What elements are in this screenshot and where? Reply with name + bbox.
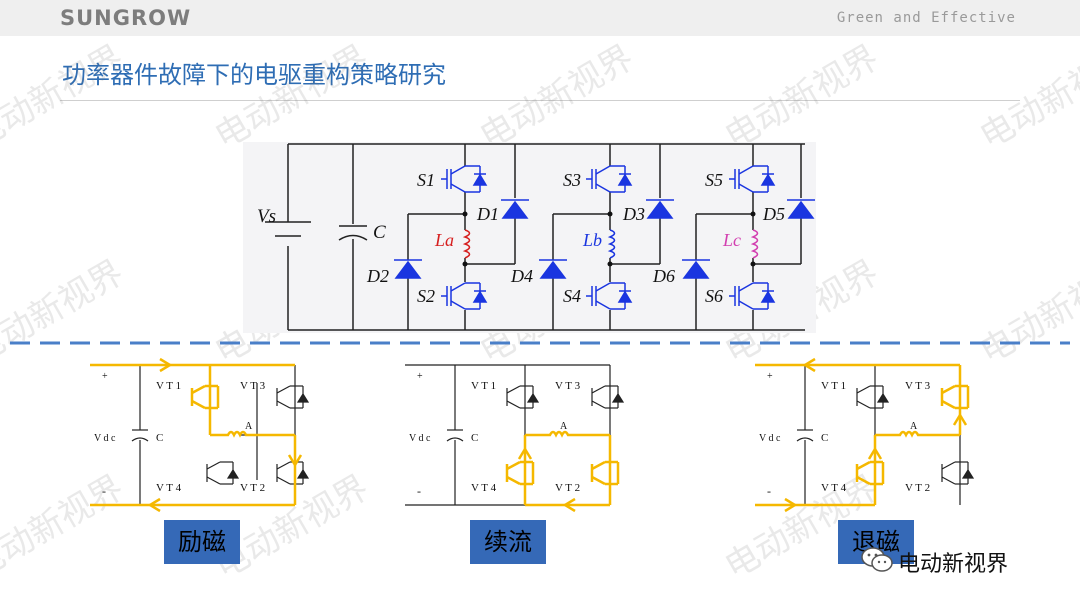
vt3-label: V T 3 [240, 380, 266, 392]
company-logo: SUNGROW [60, 6, 192, 30]
vdc-label: V d c [409, 433, 431, 444]
minus-label: - [417, 484, 421, 498]
vt3-label: V T 3 [555, 380, 581, 392]
vt1-label: V T 1 [156, 380, 181, 392]
switch-label: S6 [705, 286, 723, 306]
plus-label: + [102, 371, 108, 382]
wechat-icon [861, 547, 893, 572]
diode-label: D3 [622, 204, 645, 224]
mode-circuit-excitation: + - V d c C A V T 1 V T 3 V T 4 V T 2 [90, 357, 310, 513]
slide-title: 功率器件故障下的电驱重构策略研究 [62, 61, 446, 89]
switch-label: S1 [417, 170, 435, 190]
capacitor-label: C [156, 432, 163, 444]
capacitor-label: C [373, 222, 386, 243]
vt1-label: V T 1 [821, 380, 846, 392]
vt3-label: V T 3 [905, 380, 931, 392]
capacitor-label: C [471, 432, 478, 444]
diode-label: D4 [510, 266, 533, 286]
mode-circuit-freewheeling: + - V d c C A V T 1 V T 3 V T 4 V T 2 [405, 364, 625, 513]
wechat-account-name: 电动新视界 [898, 552, 1009, 577]
vt2-label: V T 2 [240, 482, 265, 494]
header-bar: SUNGROW Green and Effective [0, 0, 1080, 36]
switch-label: S2 [417, 286, 435, 306]
source-label: Vs [257, 206, 276, 227]
node-label: A [245, 421, 253, 432]
switch-label: S3 [563, 170, 581, 190]
vt2-label: V T 2 [555, 482, 580, 494]
mode-label-freewheeling: 续流 [470, 520, 546, 564]
diode-label: D1 [476, 204, 499, 224]
title-divider [60, 100, 1020, 101]
watermark: 电动新视界 [473, 37, 641, 158]
inductor-label: Lc [722, 230, 741, 250]
tagline: Green and Effective [836, 10, 1016, 26]
switch-label: S4 [563, 286, 581, 306]
node-label: A [560, 421, 568, 432]
watermark: 电动新视界 [718, 37, 886, 158]
capacitor-label: C [821, 432, 828, 444]
minus-label: - [767, 484, 771, 498]
diode-label: D5 [762, 204, 785, 224]
inductor-label: Lb [582, 230, 602, 250]
plus-label: + [417, 371, 423, 382]
inductor-label: La [434, 230, 454, 250]
watermark: 电动新视界 [208, 37, 376, 158]
node-label: A [910, 421, 918, 432]
diode-label: D2 [366, 266, 389, 286]
vdc-label: V d c [759, 433, 781, 444]
mode-circuit-demagnetization: + - V d c C A V T 1 V T 3 V T 4 V T 2 [755, 357, 975, 513]
plus-label: + [767, 371, 773, 382]
vt4-label: V T 4 [471, 482, 497, 494]
watermark: 电动新视界 [0, 37, 131, 158]
diode-label: D6 [652, 266, 675, 286]
wechat-badge: 电动新视界 [858, 543, 1044, 577]
watermark: 电动新视界 [973, 37, 1080, 158]
main-circuit-diagram: Vs C S1 S2 S3 S4 S5 S6 D1 D2 D3 D4 D5 D6… [243, 142, 816, 333]
vt4-label: V T 4 [821, 482, 847, 494]
vt4-label: V T 4 [156, 482, 182, 494]
vt1-label: V T 1 [471, 380, 496, 392]
section-divider [10, 341, 1070, 345]
switch-label: S5 [705, 170, 723, 190]
vdc-label: V d c [94, 433, 116, 444]
vt2-label: V T 2 [905, 482, 930, 494]
minus-label: - [102, 484, 106, 498]
mode-label-excitation: 励磁 [164, 520, 240, 564]
